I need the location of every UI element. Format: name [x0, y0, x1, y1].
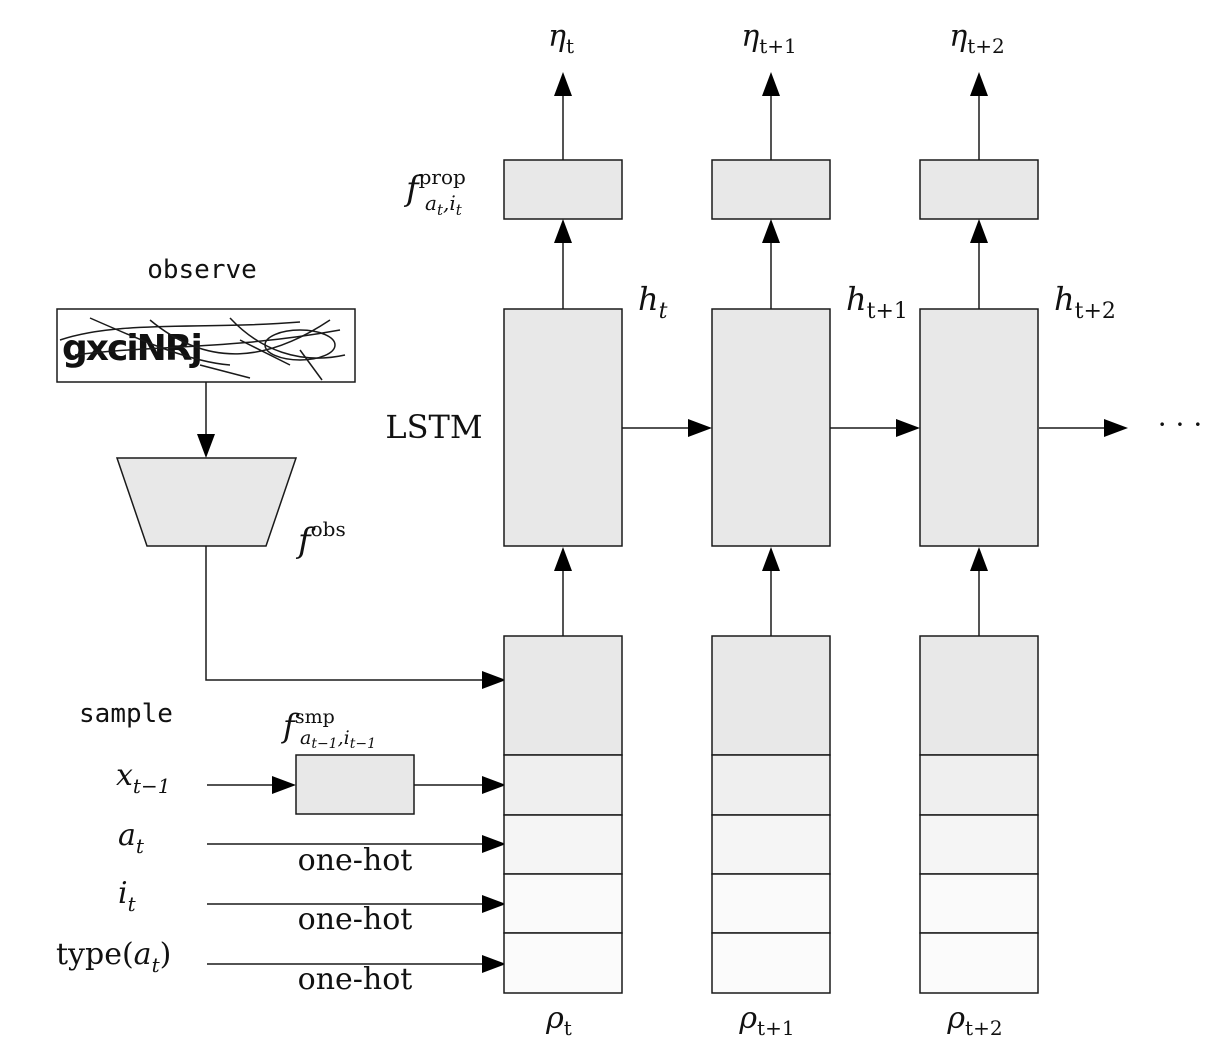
eta-output-label: ηt+2 [949, 19, 1005, 58]
rho-label: ρt [545, 1001, 572, 1040]
rho-segment [503, 932, 623, 994]
time-step-column: ηt+2 ht+2 ρt+2 [919, 19, 1116, 1040]
input-type-label: type(at) [56, 937, 171, 977]
f-obs-label: fobs [295, 517, 346, 561]
rho-segment [503, 635, 623, 756]
lstm-cell [919, 308, 1039, 547]
rho-segment [503, 814, 623, 875]
f-obs-encoder [115, 457, 298, 547]
rho-segment [711, 873, 831, 934]
captcha-text: gxciNRj [62, 328, 201, 369]
eta-output-label: ηt [548, 19, 574, 58]
lstm-cell [711, 308, 831, 547]
one-hot-label-a: one-hot [298, 843, 413, 878]
rho-input-stack [711, 635, 831, 994]
f-smp-box [295, 754, 415, 815]
f-prop-box [711, 159, 831, 220]
input-i-label: it [118, 876, 137, 916]
f-prop-subscript: at,it [425, 191, 463, 219]
rho-segment [503, 754, 623, 816]
hidden-state-label: ht+1 [846, 280, 908, 324]
rho-input-stack [919, 635, 1039, 994]
rho-segment [503, 873, 623, 934]
rho-segment [711, 635, 831, 756]
rho-segment [711, 932, 831, 994]
rho-segment [919, 873, 1039, 934]
time-step-column: ηt ht ρt [503, 19, 668, 1040]
input-a-label: at [118, 818, 145, 858]
one-hot-label-type: one-hot [298, 962, 413, 997]
rho-segment [919, 754, 1039, 816]
f-prop-box [919, 159, 1039, 220]
input-x-label: xt−1 [116, 758, 170, 798]
rho-segment [919, 635, 1039, 756]
rho-label: ρt+1 [738, 1001, 794, 1040]
rho-input-stack [503, 635, 623, 994]
eta-output-label: ηt+1 [741, 19, 797, 58]
rho-segment [711, 814, 831, 875]
f-smp-subscript: at−1,it−1 [300, 727, 376, 752]
rho-segment [711, 754, 831, 816]
hidden-state-label: ht+2 [1054, 280, 1116, 324]
observe-label: observe [147, 255, 257, 285]
rho-segment [919, 932, 1039, 994]
lstm-label: LSTM [385, 408, 482, 446]
captcha-image: gxciNRj [56, 308, 356, 383]
continuation-ellipsis: · · · [1158, 408, 1203, 441]
f-prop-box [503, 159, 623, 220]
sample-label: sample [79, 699, 173, 729]
rho-label: ρt+2 [946, 1001, 1002, 1040]
rho-segment [919, 814, 1039, 875]
lstm-cell [503, 308, 623, 547]
one-hot-label-i: one-hot [298, 902, 413, 937]
hidden-state-label: ht [638, 280, 668, 324]
time-step-column: ηt+1 ht+1 ρt+1 [711, 19, 908, 1040]
